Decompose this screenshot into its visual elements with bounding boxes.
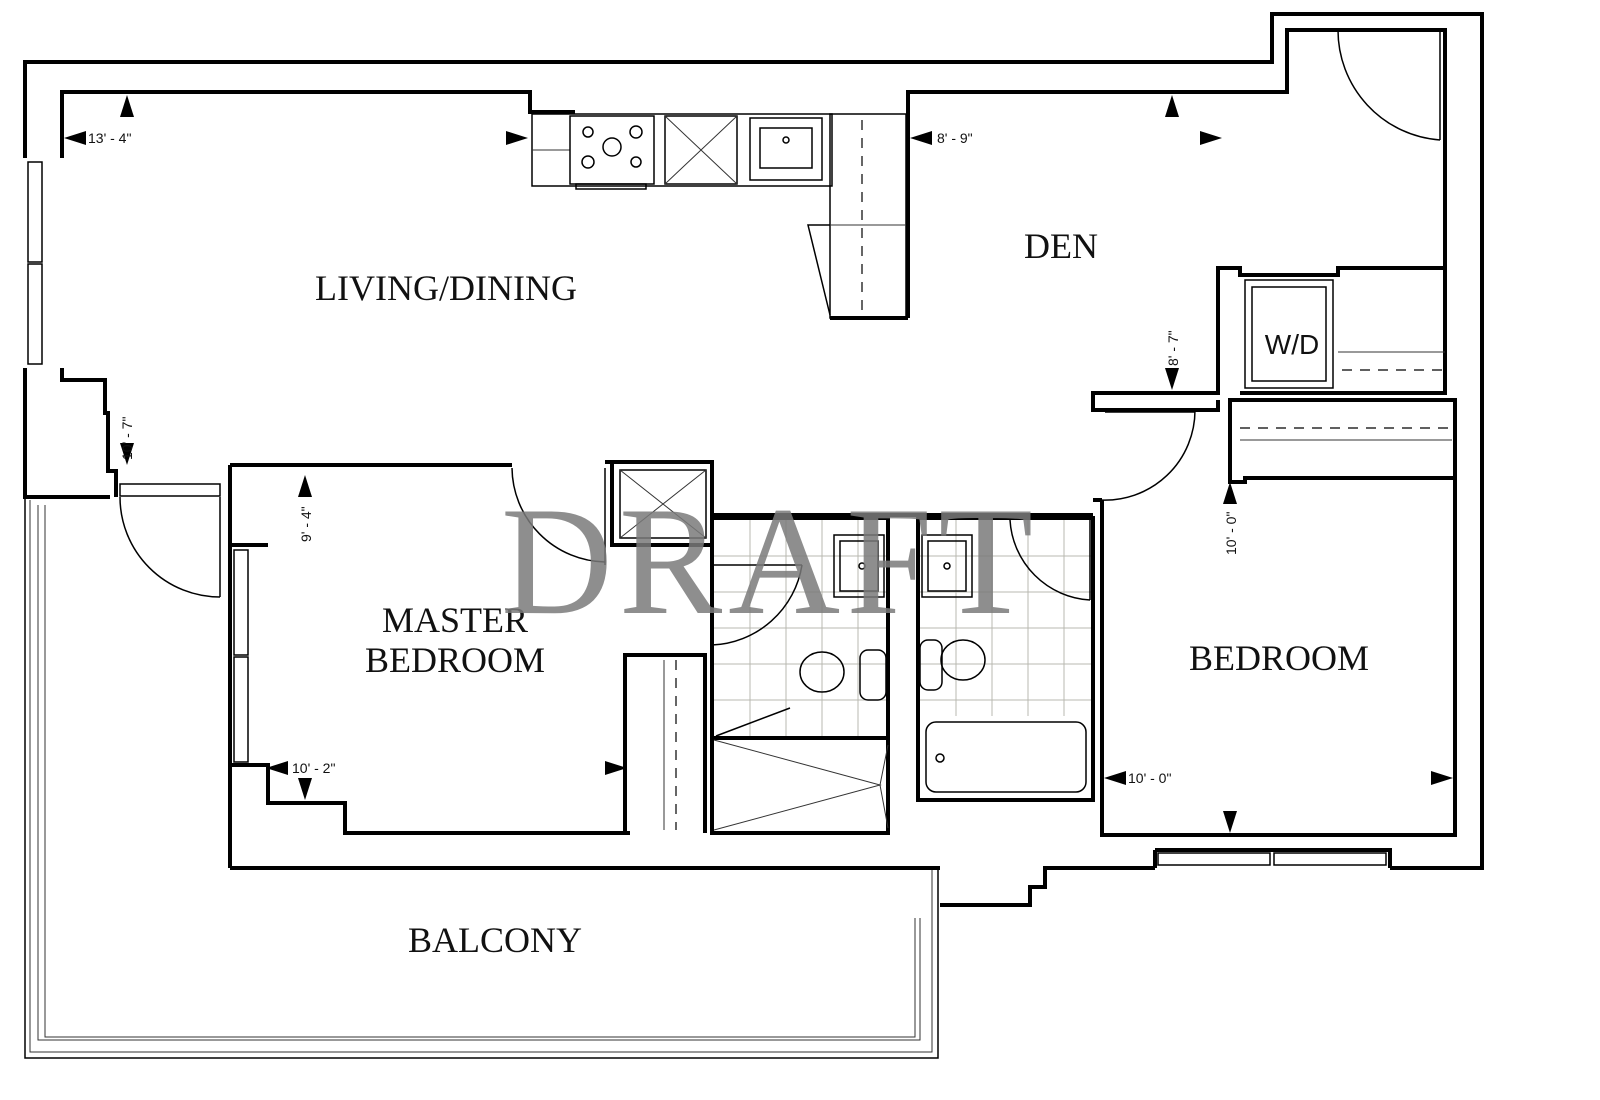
dimension-labels: 13' - 4" 10' - 7" 8' - 9" 8' - 7" 9' - 4…: [88, 130, 1239, 786]
windows: [27, 161, 1387, 866]
dimension-arrow-icon: [298, 475, 312, 497]
bathroom-fixtures: [713, 534, 1087, 831]
room-label-living-dining: LIVING/DINING: [315, 268, 577, 308]
dimension-arrow-icon: [1104, 771, 1126, 785]
dimension-arrow-icon: [120, 443, 134, 465]
room-labels: LIVING/DINING DEN MASTER BEDROOM BEDROOM…: [315, 226, 1369, 960]
dishwasher: [664, 115, 738, 185]
kitchen: [531, 113, 907, 319]
kitchen-sink: [749, 117, 823, 181]
dimension-arrow-icon: [1200, 131, 1222, 145]
stove: [569, 115, 655, 185]
dim-master-depth: 9' - 4": [298, 506, 314, 542]
dim-den-width: 8' - 9": [937, 130, 973, 146]
laundry-label: W/D: [1265, 329, 1319, 360]
dimension-arrow-icon: [1165, 95, 1179, 117]
dimension-arrow-icon: [1223, 811, 1237, 833]
dimension-arrow-icon: [298, 778, 312, 800]
laundry: W/D: [1240, 279, 1452, 441]
dimension-arrow-icon: [120, 95, 134, 117]
interior-walls: [60, 28, 1457, 868]
dimension-arrow-icon: [1431, 771, 1453, 785]
dimension-arrow-icon: [1165, 368, 1179, 390]
dim-living-width: 13' - 4": [88, 130, 131, 146]
dimension-arrow-icon: [266, 761, 288, 775]
dimension-arrow-icon: [1223, 482, 1237, 504]
exterior-walls: [23, 12, 1484, 907]
dimension-arrow-icon: [605, 761, 627, 775]
dim-bedroom-width: 10' - 0": [1128, 770, 1171, 786]
dimension-arrow-icon: [506, 131, 528, 145]
doors: [119, 29, 1441, 646]
dim-den-depth: 8' - 7": [1165, 330, 1181, 366]
dim-bedroom-depth: 10' - 0": [1223, 512, 1239, 555]
dim-living-depth: 10' - 7": [119, 417, 135, 460]
draft-watermark: DRAFT: [501, 475, 1039, 647]
closets: [619, 469, 707, 830]
dimension-arrow-icon: [64, 131, 86, 145]
dim-master-width: 10' - 2": [292, 760, 335, 776]
room-label-bedroom: BEDROOM: [1189, 638, 1369, 678]
balcony: [24, 497, 939, 1059]
room-label-den: DEN: [1024, 226, 1098, 266]
bathroom-tiles: [714, 520, 1091, 736]
dimension-arrow-icon: [910, 131, 932, 145]
room-label-master-line2: BEDROOM: [365, 640, 545, 680]
room-label-master-line1: MASTER: [382, 600, 528, 640]
room-label-balcony: BALCONY: [408, 920, 582, 960]
dimension-arrows: [64, 95, 1453, 833]
